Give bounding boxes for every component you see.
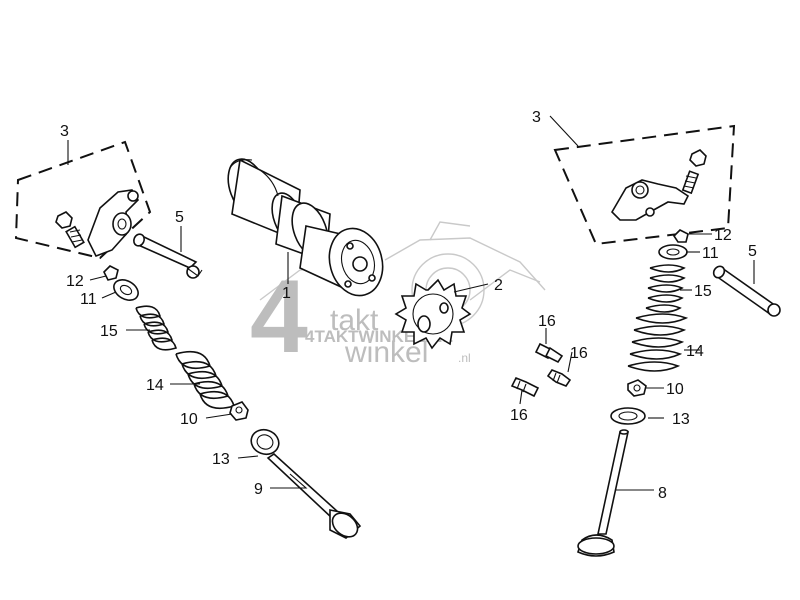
callout-3-right: 3 <box>532 109 541 126</box>
callout-10-left: 10 <box>180 411 198 428</box>
right-valve-train <box>577 229 689 557</box>
sprocket-bolt-a <box>534 342 564 364</box>
right-outer-spring <box>627 313 689 372</box>
left-lock-nut <box>55 211 73 229</box>
callout-1: 1 <box>282 285 291 302</box>
left-inner-spring <box>135 305 177 351</box>
callout-5-right: 5 <box>748 243 757 260</box>
callout-3-left: 3 <box>60 123 69 140</box>
left-valve-train <box>103 265 362 539</box>
left-spring-seat <box>250 428 280 456</box>
right-spring-retainer <box>658 244 688 260</box>
callout-13-right: 13 <box>672 411 690 428</box>
callout-16-a: 16 <box>538 313 556 330</box>
left-rocker-arm <box>87 189 140 258</box>
cam-sprocket <box>394 278 472 350</box>
left-rocker-shaft <box>133 233 203 279</box>
right-adjust-screw <box>681 170 700 195</box>
right-assembly-dashed-outline <box>553 124 736 246</box>
right-rocker-shaft <box>712 265 781 317</box>
right-rocker-arm <box>610 179 690 221</box>
callout-11-right: 11 <box>702 245 719 262</box>
callout-16-c: 16 <box>510 407 528 424</box>
callout-8: 8 <box>658 485 667 502</box>
leader-lines <box>67 115 755 491</box>
right-rocker-assembly <box>553 124 736 246</box>
watermark-line1: takt <box>330 304 379 337</box>
left-spring-retainer <box>113 279 139 301</box>
callout-5-left: 5 <box>175 209 184 226</box>
left-outer-spring <box>175 350 235 410</box>
right-lock-nut <box>689 149 707 167</box>
right-valve-cotter <box>672 229 689 243</box>
callout-14-right: 14 <box>686 343 704 360</box>
left-valve-cotter <box>103 265 119 281</box>
watermark-big-digit: 4 <box>250 259 308 375</box>
callout-2: 2 <box>494 277 503 294</box>
left-stem-seal <box>229 401 249 421</box>
callout-13-left: 13 <box>212 451 230 468</box>
right-inner-spring <box>645 264 686 313</box>
right-stem-seal <box>627 379 647 397</box>
left-adjust-screw <box>65 225 85 249</box>
callout-11-left: 11 <box>80 291 97 308</box>
callout-10-right: 10 <box>666 381 684 398</box>
watermark-suffix: .nl <box>458 351 471 365</box>
callout-15-right: 15 <box>694 283 712 300</box>
callout-12-left: 12 <box>66 273 84 290</box>
left-valve <box>266 452 362 539</box>
sprocket-bolt-c <box>510 376 540 398</box>
callout-14-left: 14 <box>146 377 164 394</box>
left-rocker-assembly <box>14 140 203 279</box>
camshaft <box>227 158 384 297</box>
right-valve <box>577 429 629 557</box>
right-spring-seat <box>610 407 646 425</box>
callout-12-right: 12 <box>714 227 732 244</box>
callout-9: 9 <box>254 481 263 498</box>
sprocket-bolt-b <box>546 369 572 387</box>
callout-16-b: 16 <box>570 345 588 362</box>
callout-15-left: 15 <box>100 323 118 340</box>
callout-labels: 3 5 12 11 15 14 10 13 9 1 2 16 16 16 3 1… <box>60 109 757 502</box>
